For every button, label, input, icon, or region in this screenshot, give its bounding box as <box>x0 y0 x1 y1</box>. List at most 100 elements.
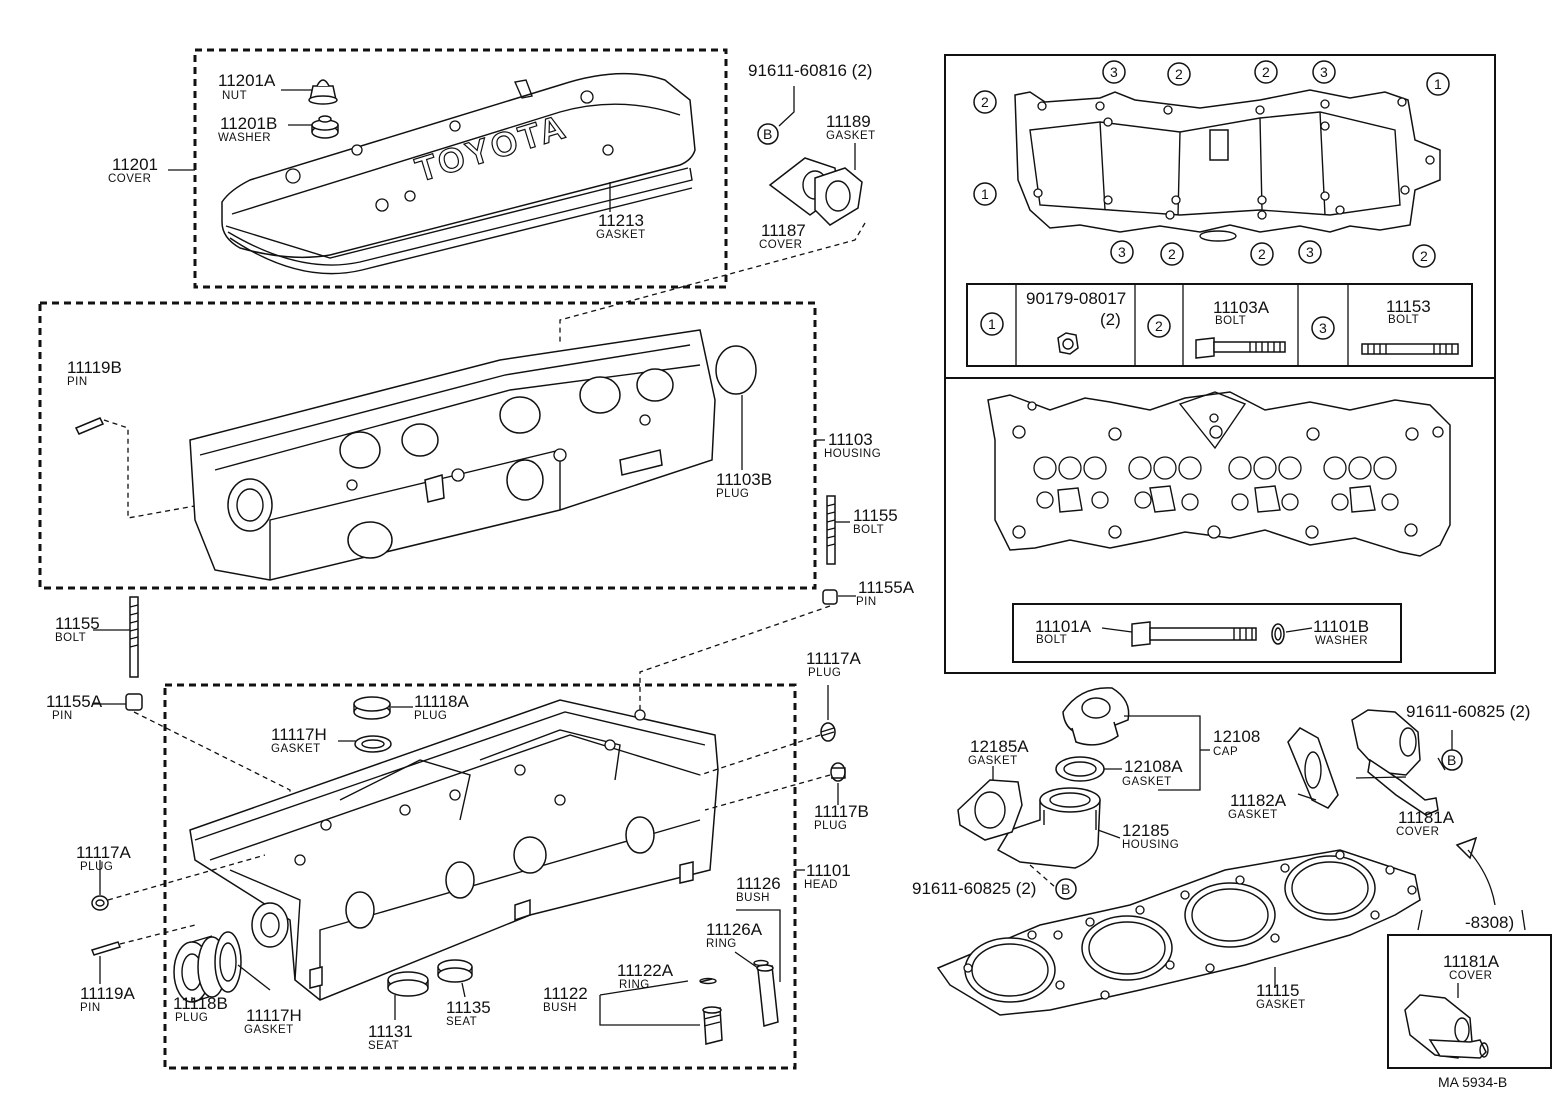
label-11115-pn: 11115 <box>1256 981 1300 1000</box>
label-11117h-t-nm: GASKET <box>271 743 321 755</box>
label-11201a-pn: 11201A <box>218 71 276 90</box>
legend-marker-2: 2 <box>1147 314 1171 338</box>
marker-1-b: 1 <box>973 182 997 206</box>
valve-cover-part: TOYOTA <box>221 72 696 275</box>
label-11131-pn: 11131 <box>368 1022 413 1041</box>
label-11117h-t-pn: 11117H <box>271 725 327 744</box>
label-11155-l-pn: 11155 <box>55 614 100 633</box>
label-11213-nm: GASKET <box>596 229 646 241</box>
label-11155-r-nm: BOLT <box>853 524 884 536</box>
cylinder-head-group <box>91 683 846 1070</box>
label-11182a-pn: 11182A <box>1230 791 1287 810</box>
label-8308: -8308) <box>1465 913 1514 932</box>
marker-2-e: 2 <box>1250 242 1274 266</box>
label-11122-pn: 11122 <box>543 984 588 1003</box>
label-11101-nm: HEAD <box>804 879 838 891</box>
svg-text:1: 1 <box>988 316 996 332</box>
marker-2-d: 2 <box>1160 242 1184 266</box>
label-11119a-nm: PIN <box>80 1002 101 1014</box>
cover-inset-box <box>1387 909 1552 1069</box>
label-11201b-nm: WASHER <box>218 132 271 144</box>
label-11119b-pn: 11119B <box>67 358 122 377</box>
label-11117h-b-nm: GASKET <box>244 1024 294 1036</box>
bolt-11155-left-part <box>92 596 291 850</box>
svg-text:2: 2 <box>1168 246 1176 262</box>
label-11117a-l-pn: 11117A <box>76 843 131 862</box>
label-11103a-pn: 11103A <box>1213 298 1270 317</box>
label-11155a-r-nm: PIN <box>856 596 877 608</box>
reference-code: MA 5934-B <box>1438 1074 1507 1090</box>
legend-marker-3: 3 <box>1311 316 1335 340</box>
label-12185a-nm: GASKET <box>968 755 1018 767</box>
label-12108-pn: 12108 <box>1213 727 1260 746</box>
label-11189-pn: 11189 <box>826 112 871 131</box>
label-11118b-pn: 11118B <box>173 994 228 1013</box>
label-11117a-r-pn: 11117A <box>806 649 861 668</box>
legend-marker-1: 1 <box>980 312 1004 336</box>
marker-2-a: 2 <box>1167 62 1191 86</box>
label-11126a-pn: 11126A <box>706 920 763 939</box>
svg-text:1: 1 <box>1434 76 1442 92</box>
label-11118a-nm: PLUG <box>414 710 447 722</box>
label-11201a-nm: NUT <box>222 90 247 102</box>
label-11101b-nm: WASHER <box>1315 635 1368 647</box>
label-11181a-inset-pn: 11181A <box>1443 952 1500 971</box>
label-11117a-l-nm: PLUG <box>80 861 113 873</box>
marker-3-d: 3 <box>1298 240 1322 264</box>
label-11115-nm: GASKET <box>1256 999 1306 1011</box>
label-11201-pn: 11201 <box>112 155 158 174</box>
svg-text:1: 1 <box>981 186 989 202</box>
svg-text:2: 2 <box>1420 248 1428 264</box>
label-12108a-nm: GASKET <box>1122 776 1172 788</box>
label-11131-nm: SEAT <box>368 1040 399 1052</box>
label-91611-60816-pn: 91611-60816 (2) <box>748 61 872 80</box>
marker-2-b: 2 <box>1254 60 1278 84</box>
svg-text:2: 2 <box>1262 64 1270 80</box>
label-11181a-pn: 11181A <box>1398 808 1455 827</box>
label-11126-pn: 11126 <box>736 874 781 893</box>
label-11101a-nm: BOLT <box>1036 634 1067 646</box>
cam-housing-group <box>38 301 825 590</box>
label-12185-nm: HOUSING <box>1122 839 1179 851</box>
label-11201-nm: COVER <box>108 173 151 185</box>
label-11103-nm: HOUSING <box>824 448 881 460</box>
head-bolt-pattern <box>987 391 1451 663</box>
svg-text:2: 2 <box>1155 318 1163 334</box>
nut-11201a-part <box>308 79 338 105</box>
label-11126-nm: BUSH <box>736 892 770 904</box>
svg-text:2: 2 <box>981 94 989 110</box>
label-11153-pn: 11153 <box>1386 297 1431 316</box>
marker-3-c: 3 <box>1110 240 1134 264</box>
label-11122-nm: BUSH <box>543 1002 577 1014</box>
label-11101-pn: 11101 <box>806 861 851 880</box>
svg-text:3: 3 <box>1320 64 1328 80</box>
label-11155a-l-nm: PIN <box>52 710 73 722</box>
label-11187-pn: 11187 <box>761 221 806 240</box>
label-11117a-r-nm: PLUG <box>808 667 841 679</box>
label-11117b-nm: PLUG <box>814 820 847 832</box>
label-11153-nm: BOLT <box>1388 314 1419 326</box>
label-11213-pn: 11213 <box>598 211 644 230</box>
label-11122a-pn: 11122A <box>617 961 674 980</box>
label-11119a-pn: 11119A <box>80 984 135 1003</box>
label-11103b-nm: PLUG <box>716 488 749 500</box>
marker-3-a: 3 <box>1102 60 1126 84</box>
marker-b-bottom: B <box>1061 881 1070 897</box>
valve-cover-group: TOYOTA <box>168 48 728 289</box>
label-11103a-nm: BOLT <box>1215 315 1246 327</box>
head-gasket-part <box>936 849 1421 1016</box>
label-11117h-b-pn: 11117H <box>246 1006 302 1025</box>
label-11182a-nm: GASKET <box>1228 809 1278 821</box>
label-90179-08017-pn: 90179-08017 <box>1026 289 1126 308</box>
svg-text:3: 3 <box>1319 320 1327 336</box>
label-11155a-r-pn: 11155A <box>858 578 915 597</box>
marker-3-b: 3 <box>1312 60 1336 84</box>
label-11103b-pn: 11103B <box>716 470 772 489</box>
label-11117b-pn: 11117B <box>814 802 869 821</box>
washer-11201b-part <box>311 115 339 139</box>
cylinder-head-part <box>189 699 719 1001</box>
label-11126a-nm: RING <box>706 938 737 950</box>
svg-text:2: 2 <box>1175 66 1183 82</box>
marker-b-right: B <box>1447 752 1456 768</box>
